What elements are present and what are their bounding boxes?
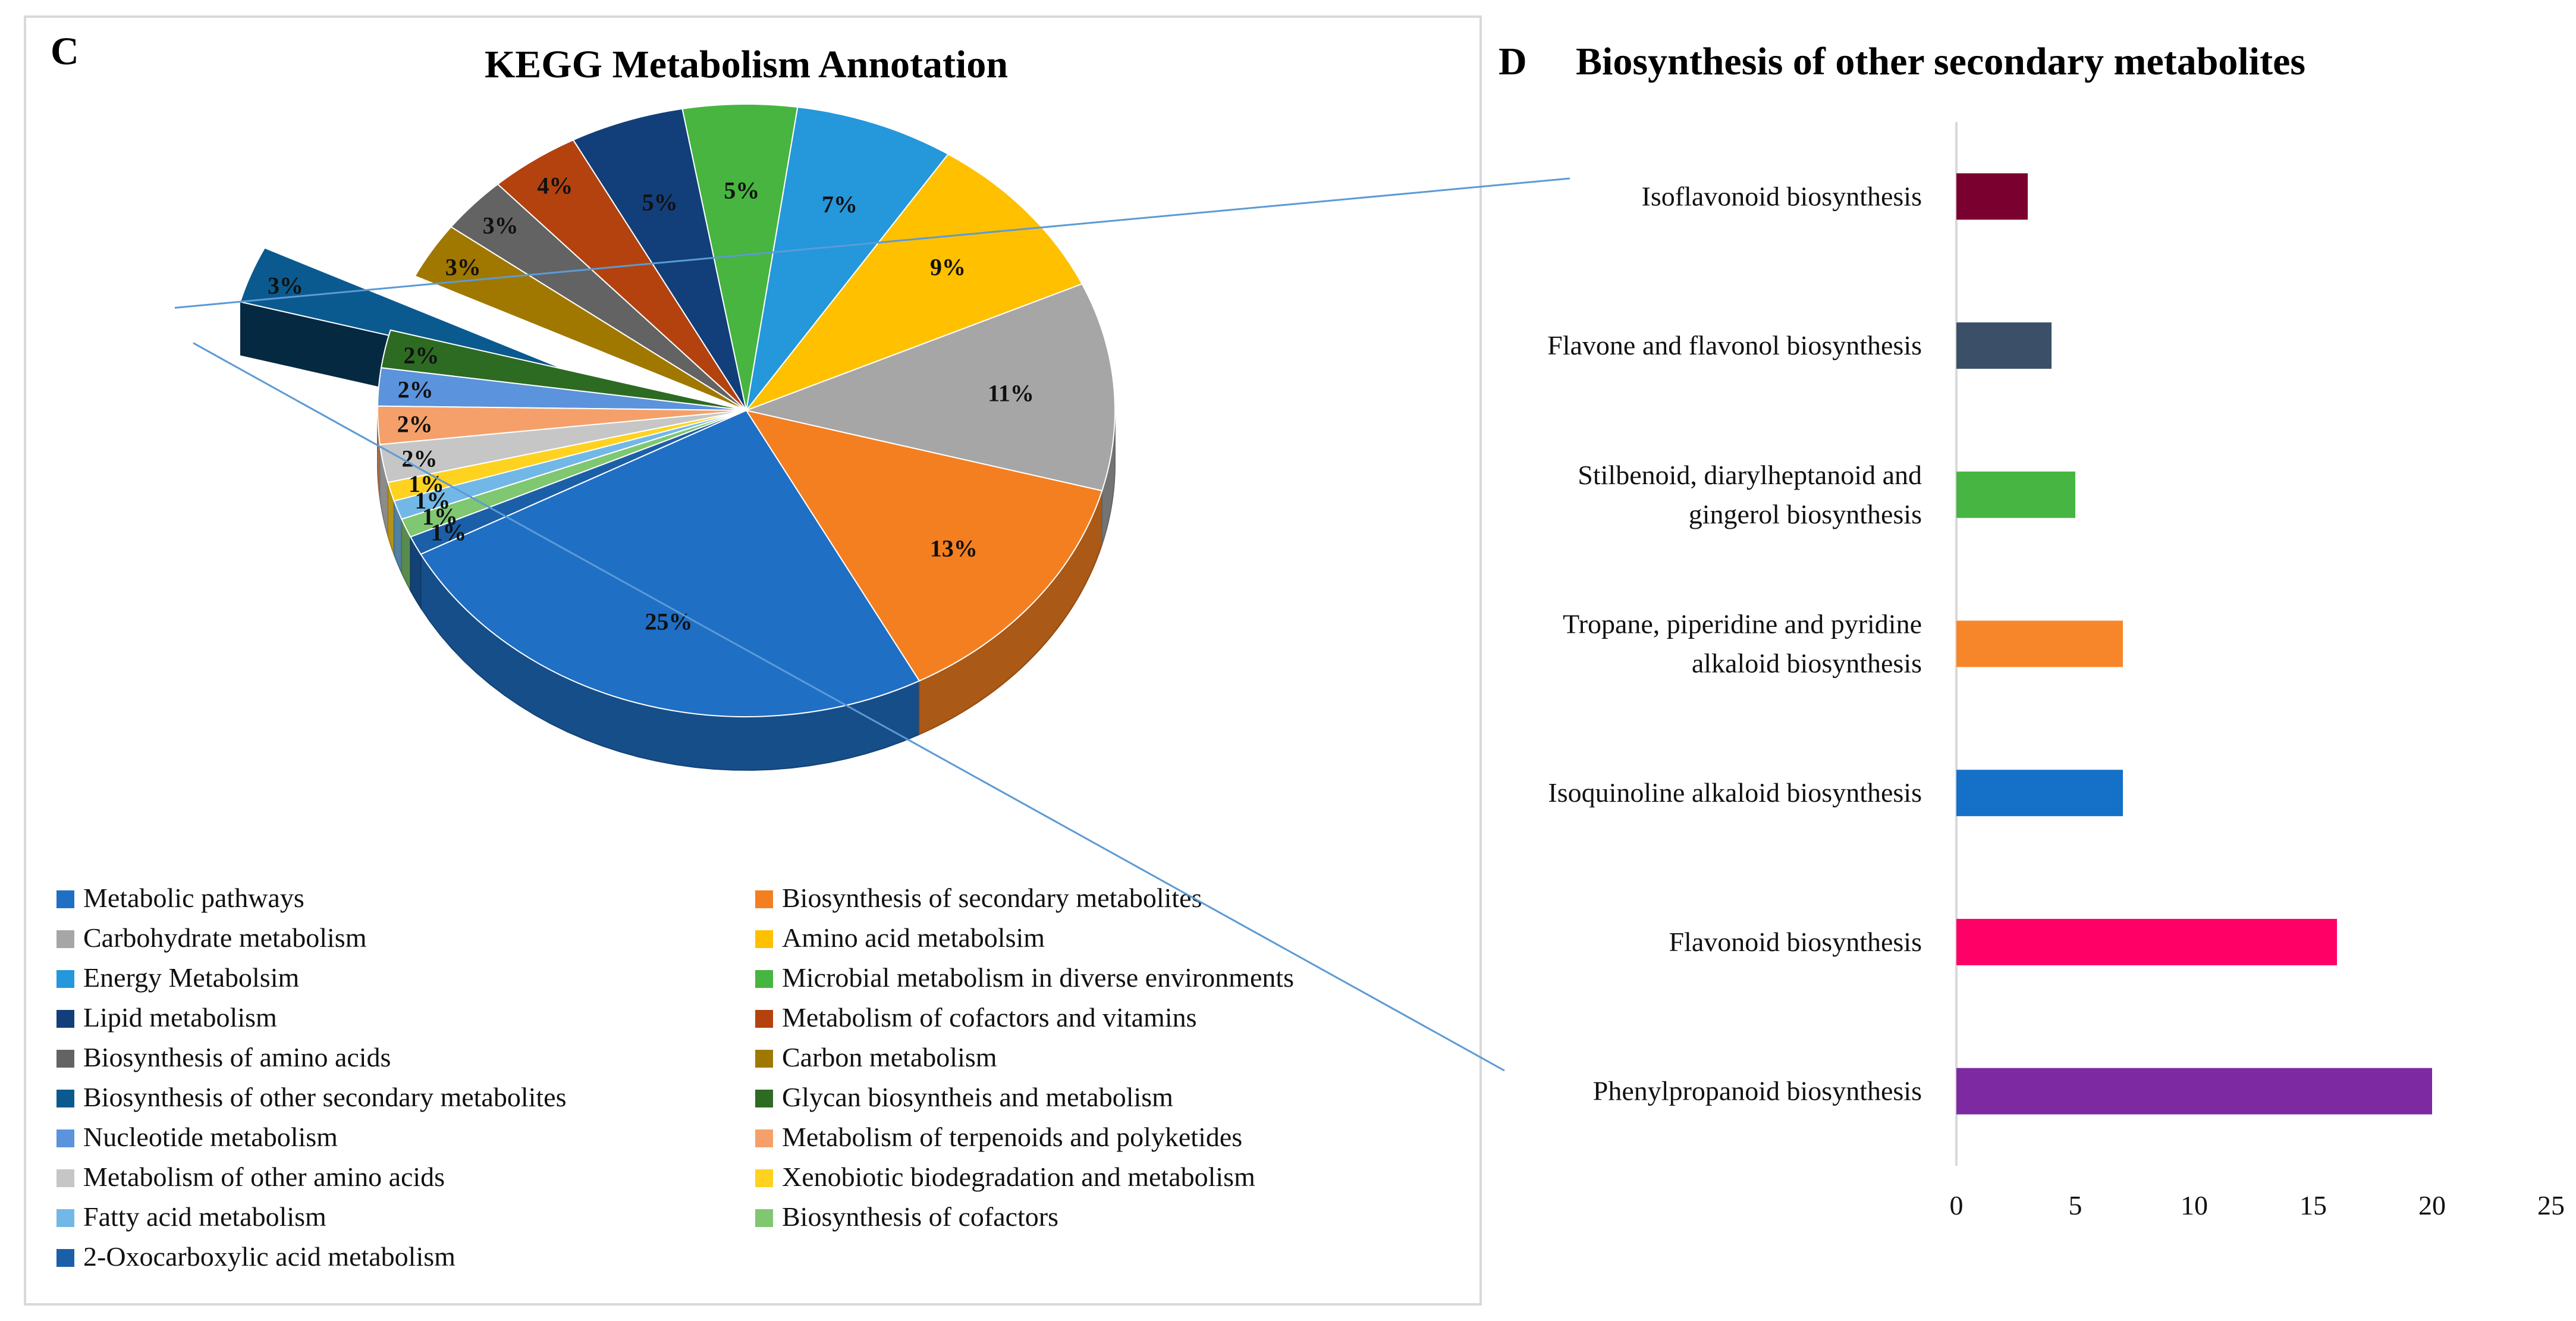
legend-swatch [755,1169,773,1187]
legend-label: Metabolism of other amino acids [83,1162,445,1192]
legend-swatch [755,1050,773,1068]
legend-swatch [56,970,74,988]
legend-label: Nucleotide metabolism [83,1122,338,1152]
pie-data-label: 4% [537,172,573,199]
legend-swatch [755,890,773,908]
legend-label: Biosynthesis of amino acids [83,1042,391,1072]
pie-chart [239,103,1116,771]
pie-data-label: 3% [445,254,481,281]
legend-swatch [56,930,74,948]
legend-swatch [755,930,773,948]
pie-slice [409,410,747,556]
legend-label: 2-Oxocarboxylic acid metabolism [83,1241,455,1272]
pie-data-label: 5% [724,177,759,203]
legend-swatch [56,1090,74,1107]
pie-chart-title: KEGG Metabolism Annotation [485,43,1008,86]
legend-label: Metabolism of cofactors and vitamins [782,1002,1197,1033]
legend-label: Energy Metabolsim [83,962,299,993]
pie-data-label: 3% [483,212,519,239]
callout-connectors [174,177,1570,1072]
panel-c-letter: C [51,30,79,73]
bar-category-label: Tropane, piperidine and pyridine [1563,609,1922,639]
panel-d-letter: D [1499,40,1527,83]
legend-label: Amino acid metabolsim [782,922,1045,953]
legend-swatch [755,1129,773,1147]
legend-label: Carbohydrate metabolism [83,922,367,953]
legend-swatch [56,1050,74,1068]
bar-category-label: Stilbenoid, diarylheptanoid and [1578,460,1922,490]
pie-data-label: 7% [822,191,857,218]
legend-label: Microbial metabolism in diverse environm… [782,962,1294,993]
connector-line-top [174,177,1570,309]
pie-slice [744,283,1116,492]
pie-data-label: 1% [431,519,466,546]
pie-data-label: 1% [422,503,458,530]
x-tick-label: 20 [2418,1190,2446,1220]
pie-data-label: 13% [930,535,978,561]
legend-swatch [56,1249,74,1267]
pie-data-label: 5% [642,189,678,215]
bar-category-label: Flavone and flavonol biosynthesis [1547,330,1922,360]
pie-slice [681,103,799,411]
legend-label: Xenobiotic biodegradation and metabolism [782,1162,1255,1192]
pie-data-label: 1% [409,470,444,497]
bar [1956,1068,2432,1115]
legend-label: Carbon metabolism [782,1042,997,1072]
bar [1956,322,2052,369]
pie-data-labels: 25%13%11%9%7%5%5%4%3%3%3%2%2%2%2%1%1%1%1… [268,172,1034,635]
bar-category-label: Isoflavonoid biosynthesis [1642,181,1922,211]
legend-label: Biosynthesis of secondary metabolites [782,883,1202,913]
legend-swatch [56,1209,74,1227]
connector-line-bottom [193,342,1505,1072]
bar [1956,620,2123,667]
pie-data-label: 1% [414,487,450,514]
x-tick-label: 25 [2537,1190,2565,1220]
legend-label: Lipid metabolism [83,1002,277,1033]
pie-data-label: 2% [397,411,433,438]
bar [1956,173,2028,220]
pie-data-label: 9% [930,254,966,281]
x-tick-label: 5 [2069,1190,2082,1220]
legend-label: Fatty acid metabolism [83,1201,326,1232]
legend-swatch [755,1010,773,1028]
pie-data-label: 2% [403,342,439,369]
pie-data-label: 25% [645,608,692,635]
legend-swatch [755,1209,773,1227]
legend-swatch [56,1010,74,1028]
x-tick-label: 10 [2181,1190,2208,1220]
bar [1956,770,2123,817]
pie-slice [746,106,950,411]
legend-swatch [56,1169,74,1187]
legend-swatch [56,890,74,908]
x-tick-label: 0 [1950,1190,1964,1220]
pie-slice [744,153,1083,412]
legend-swatch [56,1129,74,1147]
legend-swatch [755,970,773,988]
legend-label: Biosynthesis of other secondary metaboli… [83,1082,567,1112]
pie-data-label: 11% [988,379,1034,406]
legend-label: Biosynthesis of cofactors [782,1201,1058,1232]
pie-slice [572,108,747,411]
bar-category-label: Flavonoid biosynthesis [1669,927,1922,957]
bar-category-label: alkaloid biosynthesis [1692,648,1922,679]
legend-label: Glycan biosyntheis and metabolism [782,1082,1173,1112]
legend-label: Metabolism of terpenoids and polyketides [782,1122,1242,1152]
pie-legend: Metabolic pathways Biosynthesis of second… [56,883,1294,1272]
bar-chart-title: Biosynthesis of other secondary metaboli… [1576,40,2305,83]
pie-data-label: 3% [268,272,303,299]
pie-slice [744,409,1103,682]
bar-category-label: Isoquinoline alkaloid biosynthesis [1548,777,1922,808]
bar [1956,918,2337,965]
bar-category-label: gingerol biosynthesis [1689,499,1922,529]
pie-data-label: 2% [401,445,437,472]
x-tick-label: 15 [2299,1190,2327,1220]
legend-swatch [755,1090,773,1107]
legend-label: Metabolic pathways [83,883,304,913]
pie-slice [414,226,747,411]
bar [1956,471,2075,518]
pie-data-label: 2% [398,376,433,403]
bar-category-label: Phenylpropanoid biosynthesis [1593,1076,1922,1106]
